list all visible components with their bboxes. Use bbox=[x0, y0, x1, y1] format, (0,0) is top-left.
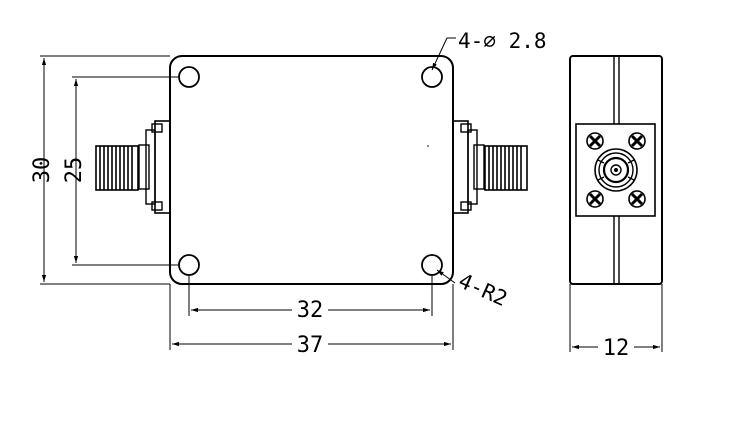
right-connector bbox=[452, 120, 528, 214]
dim-width-inner-label: 32 bbox=[297, 298, 324, 323]
radius-callout-leader bbox=[436, 269, 456, 284]
housing-body bbox=[169, 55, 454, 285]
side-connector bbox=[594, 148, 638, 192]
dim-width-outer bbox=[169, 284, 454, 350]
dim-width-outer-label: 37 bbox=[297, 333, 324, 358]
dim-height-inner-label: 25 bbox=[62, 157, 87, 184]
side-view bbox=[569, 55, 663, 285]
left-thread bbox=[95, 145, 139, 191]
dim-depth-label: 12 bbox=[603, 336, 630, 361]
hole-callout-leader bbox=[431, 37, 456, 71]
screw-tl bbox=[586, 132, 604, 150]
dim-depth bbox=[569, 284, 663, 352]
dim-height-outer-label: 30 bbox=[30, 157, 55, 184]
dim-height-inner bbox=[72, 76, 179, 266]
dim-height-outer bbox=[40, 55, 170, 285]
front-view bbox=[95, 55, 528, 285]
radius-callout-label: 4-R2 bbox=[455, 269, 511, 311]
right-thread bbox=[484, 145, 528, 191]
hole-callout-label: 4-∅ 2.8 bbox=[458, 29, 547, 53]
screw-bl bbox=[586, 190, 604, 208]
mount-hole-bl bbox=[178, 254, 200, 276]
screw-tr bbox=[628, 132, 646, 150]
mount-hole-tl bbox=[178, 66, 200, 88]
screw-br bbox=[628, 190, 646, 208]
dim-width-inner bbox=[188, 275, 433, 316]
left-connector bbox=[95, 120, 171, 214]
side-housing bbox=[569, 55, 663, 285]
center-mark bbox=[427, 145, 429, 147]
